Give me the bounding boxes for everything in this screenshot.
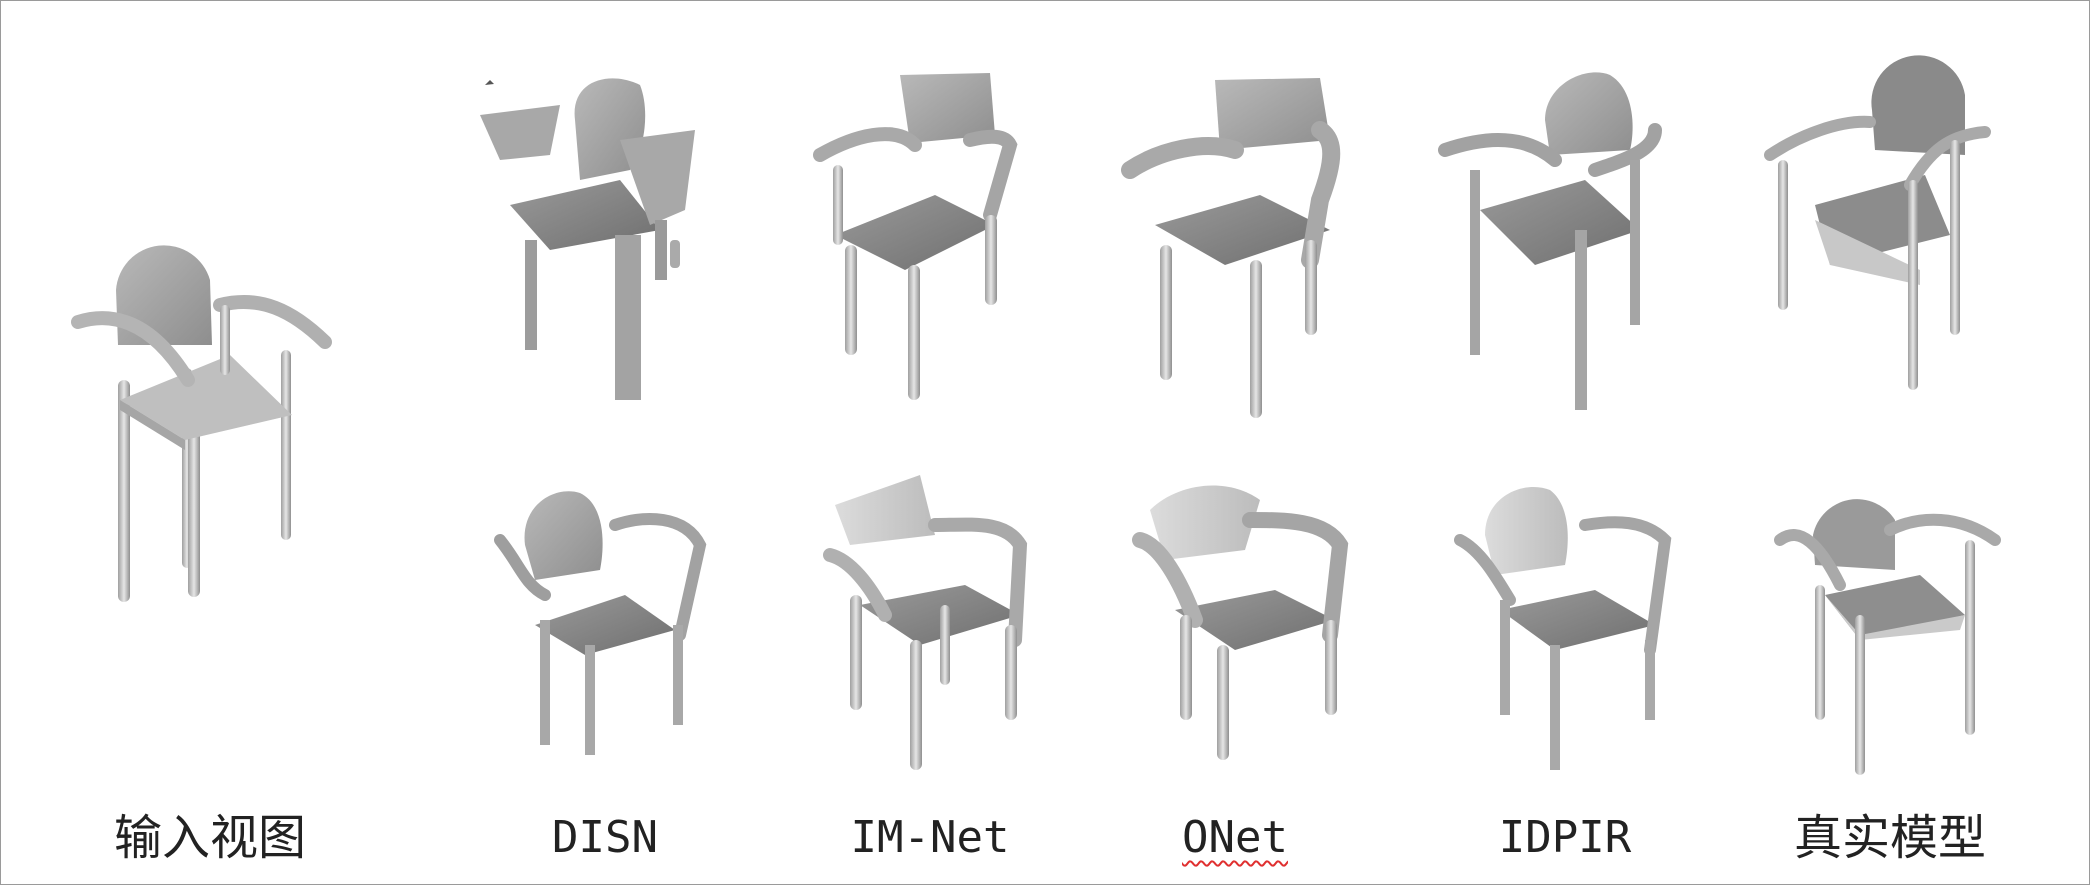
caption-disn: DISN [552,812,658,863]
imnet-bottom-chair [823,475,1028,770]
disn-bottom-chair [494,491,707,755]
caption-onet-text: ONet [1182,812,1288,863]
caption-ground-truth: 真实模型 [1793,810,1986,866]
caption-idpir: IDPIR [1498,812,1632,863]
idpir-top-chair [1438,72,1662,410]
onet-top-chair [1121,78,1341,418]
gt-bottom-chair [1774,499,2001,775]
caption-input-view: 输入视图 [113,810,306,866]
disn-top-chair [480,78,695,400]
idpir-bottom-chair [1454,487,1672,770]
input-view-chair [71,245,332,602]
caption-onet: ONet [1150,808,1320,868]
caption-imnet: IM-Net [850,812,1010,863]
gt-top-chair [1764,55,1991,390]
onet-bottom-chair [1132,485,1349,760]
imnet-top-chair [813,73,1018,400]
